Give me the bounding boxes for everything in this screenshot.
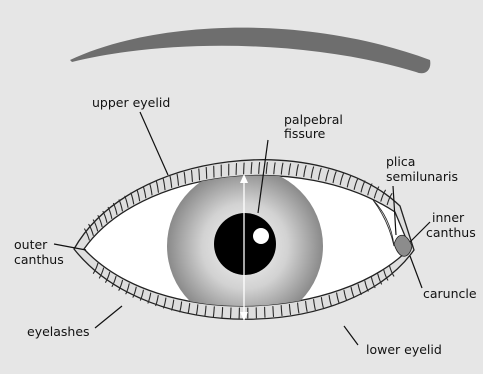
eyelash-stroke (206, 167, 207, 178)
label-caruncle: caruncle (423, 286, 477, 301)
eyelash-stroke (273, 307, 274, 317)
label-outer-line2: canthus (14, 252, 64, 267)
label-plica-line1: plica (386, 154, 415, 169)
label-outer-line1: outer (14, 237, 48, 252)
label-inner-line1: inner (432, 210, 465, 225)
eyelash-stroke (199, 169, 200, 180)
pupil (214, 213, 276, 275)
pupil-highlight (253, 228, 269, 244)
label-palpebral-line1: palpebral (284, 112, 343, 127)
eyelash-stroke (231, 308, 232, 318)
label-plica-line2: semilunaris (386, 169, 458, 184)
label-inner-line2: canthus (426, 225, 476, 240)
label-upper-eyelid: upper eyelid (92, 95, 170, 110)
eyelash-stroke (222, 308, 223, 318)
eyelash-stroke (244, 163, 245, 174)
label-palpebral-line2: fissure (284, 126, 326, 141)
label-lower-eyelid: lower eyelid (366, 342, 442, 357)
label-eyelashes: eyelashes (27, 324, 90, 339)
